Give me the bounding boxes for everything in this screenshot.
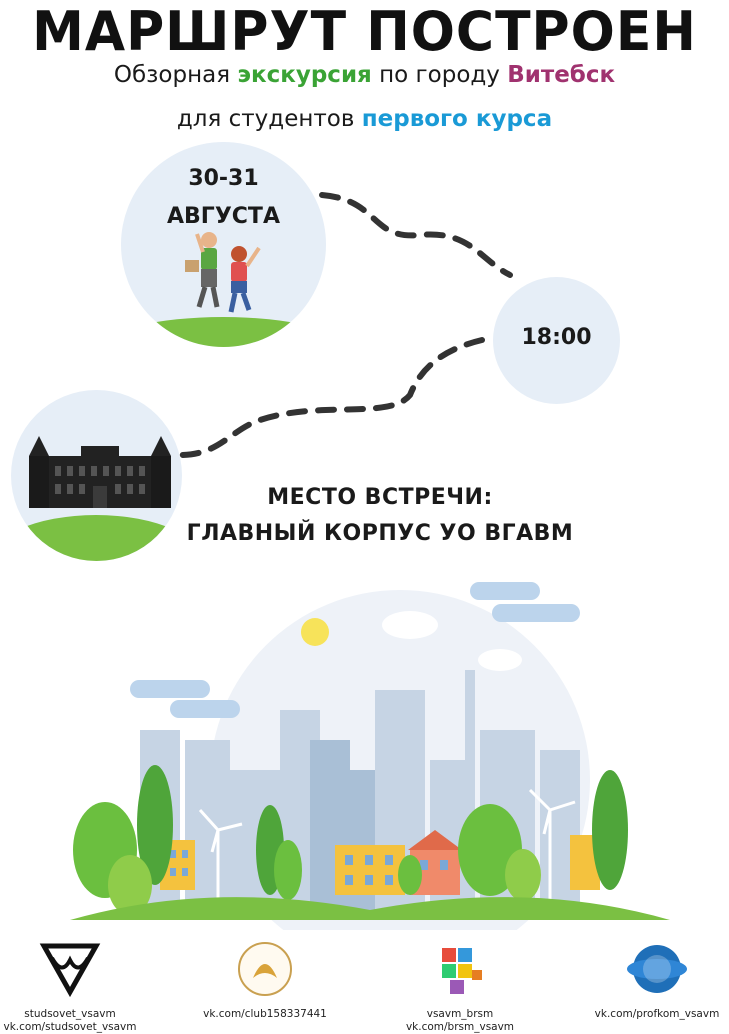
footer-link[interactable]: vk.com/studsovet_vsavm bbox=[3, 1021, 137, 1033]
brsm-logo-icon bbox=[442, 948, 482, 994]
academy-building-illustration bbox=[11, 436, 182, 561]
subtitle-highlight-course: первого курса bbox=[361, 106, 553, 132]
date-days: 30-31 bbox=[188, 166, 259, 191]
meeting-place-value: ГЛАВНЫЙ КОРПУС УО ВГАВМ bbox=[186, 521, 574, 546]
footer-brsm[interactable]: vsavm_brsm vk.com/brsm_vsavm bbox=[390, 940, 530, 1034]
poster-title: МАРШРУТ ПОСТРОЕН bbox=[32, 0, 697, 64]
date-text: 30-31 АВГУСТА bbox=[121, 160, 326, 236]
time-text: 18:00 bbox=[521, 325, 592, 350]
footer-handle: studsovet_vsavm bbox=[24, 1008, 116, 1020]
footer-link[interactable]: vk.com/profkom_vsavm bbox=[594, 1008, 720, 1020]
meeting-place-label: МЕСТО ВСТРЕЧИ: bbox=[267, 485, 493, 510]
club-phoenix-logo-icon bbox=[238, 942, 292, 996]
studsovet-logo-icon bbox=[39, 943, 101, 998]
subtitle-highlight-excursion: экскурсия bbox=[237, 62, 372, 88]
building-circle bbox=[11, 390, 182, 561]
meeting-place-text: МЕСТО ВСТРЕЧИ: ГЛАВНЫЙ КОРПУС УО ВГАВМ bbox=[130, 480, 630, 552]
footer-profsoyuz[interactable]: vk.com/profkom_vsavm bbox=[585, 940, 729, 1021]
subtitle-text: Обзорная bbox=[113, 62, 238, 88]
date-circle bbox=[121, 142, 326, 347]
time-circle bbox=[493, 277, 620, 404]
profsoyuz-logo-icon bbox=[627, 945, 687, 993]
subtitle-text: по городу bbox=[371, 62, 508, 88]
footer-link[interactable]: vk.com/club158337441 bbox=[203, 1008, 327, 1020]
subtitle-line-1: Обзорная экскурсия по городу Витебск bbox=[0, 62, 729, 88]
city-illustration bbox=[70, 582, 670, 930]
subtitle-text: для студентов bbox=[176, 106, 362, 132]
footer-handle: vsavm_brsm bbox=[426, 1008, 494, 1020]
footer-studsovet[interactable]: studsovet_vsavm vk.com/studsovet_vsavm bbox=[0, 940, 140, 1034]
date-month: АВГУСТА bbox=[167, 204, 280, 229]
footer-link[interactable]: vk.com/brsm_vsavm bbox=[405, 1021, 515, 1033]
subtitle-line-2: для студентов первого курса bbox=[0, 106, 729, 132]
subtitle-highlight-city: Витебск bbox=[507, 62, 616, 88]
footer-club[interactable]: vk.com/club158337441 bbox=[200, 940, 330, 1021]
